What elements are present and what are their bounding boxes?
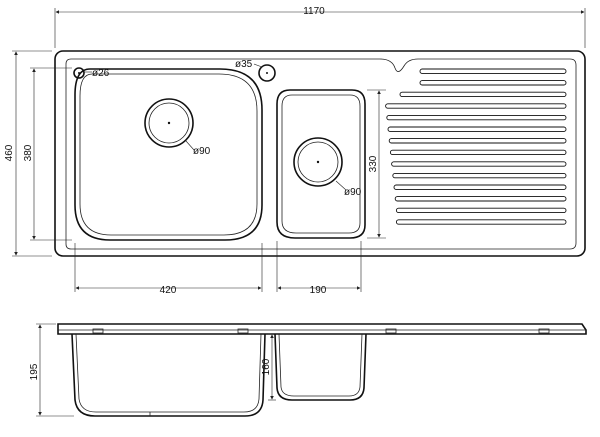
tap-hole-large — [258, 64, 276, 82]
sink-inner-rim — [65, 58, 577, 250]
dim-small-bowl-height: 330 — [368, 155, 379, 172]
dim-small-bowl-depth: 160 — [261, 358, 272, 375]
dim-big-bowl-width: 420 — [160, 285, 177, 296]
side-small-bowl — [274, 333, 367, 401]
label-waste-small: ø90 — [344, 187, 362, 198]
side-clip — [385, 328, 397, 334]
dim-bowl-height: 380 — [23, 144, 34, 161]
drainer-groove — [395, 219, 567, 225]
dimension-lines — [12, 8, 586, 292]
dim-small-bowl-width: 190 — [310, 285, 327, 296]
big-bowl-waste — [144, 98, 194, 148]
tap-hole-small — [73, 67, 85, 79]
drainer-groove — [389, 149, 567, 156]
drainer-groove — [419, 68, 567, 74]
label-waste-big: ø90 — [193, 146, 211, 157]
drainer-groove — [385, 103, 567, 109]
big-bowl-outline — [74, 68, 263, 241]
sink-outer-outline — [54, 50, 586, 257]
drainer-groove — [386, 114, 567, 121]
drainer-groove — [387, 126, 567, 132]
drainer-groove — [394, 196, 567, 202]
side-big-bowl — [71, 333, 266, 417]
drainer-groove — [391, 161, 567, 167]
side-clip — [92, 328, 104, 334]
drainer-groove — [393, 184, 567, 190]
drainer-groove — [392, 172, 567, 179]
side-clip — [538, 328, 550, 334]
side-clip — [237, 328, 249, 334]
drainer-groove — [395, 207, 567, 214]
dim-big-bowl-depth: 195 — [29, 363, 40, 380]
dim-overall-width: 1170 — [303, 6, 325, 17]
top-view — [54, 50, 586, 257]
drainer-grooves — [385, 68, 567, 225]
small-bowl-waste — [293, 137, 343, 187]
label-tap-hole-large: ø35 — [235, 59, 253, 70]
small-bowl-outline — [276, 89, 366, 239]
drainer-groove — [419, 80, 567, 86]
side-view-rim — [57, 323, 587, 335]
side-view — [36, 323, 587, 417]
label-tap-hole-small: ø26 — [92, 68, 110, 79]
small-bowl-inner — [281, 94, 361, 234]
drainer-groove — [399, 91, 567, 98]
dim-overall-height: 460 — [4, 144, 15, 161]
drainer-groove — [388, 138, 567, 144]
big-bowl-inner — [79, 73, 258, 236]
